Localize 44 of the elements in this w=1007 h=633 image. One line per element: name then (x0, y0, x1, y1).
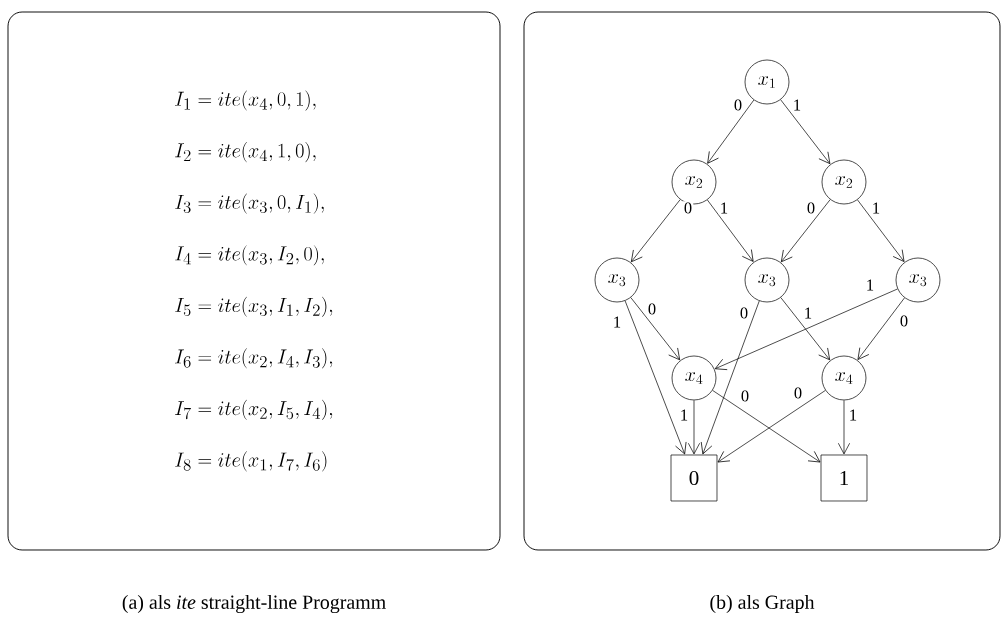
edge-label: 1 (847, 408, 859, 422)
arrow (630, 199, 681, 263)
arrow (700, 300, 760, 455)
arrow (688, 400, 700, 455)
edge-label: 1 (611, 315, 623, 329)
panel (7, 11, 501, 551)
panel (523, 11, 1001, 551)
edge-label: 0 (732, 98, 744, 112)
edge-label: 0 (738, 306, 750, 320)
terminal-box: 0 (670, 454, 718, 502)
equation: $I_5 = ite(x_3, I_1, I_2),$ (175, 296, 333, 317)
arrow (707, 99, 755, 164)
edge-label: 0 (739, 389, 751, 403)
arrow (780, 297, 831, 361)
edge-label: 0 (805, 201, 817, 215)
edge-label: 1 (864, 278, 876, 292)
arrow (857, 199, 905, 262)
arrow (838, 400, 850, 455)
edge-label: 0 (646, 302, 658, 316)
equation: $I_2 = ite(x_4, 1, 0),$ (175, 142, 316, 163)
equation: $I_3 = ite(x_3, 0, I_1),$ (175, 193, 324, 214)
edge-label: 1 (802, 306, 814, 320)
terminal-box: 1 (820, 454, 868, 502)
equation: $I_4 = ite(x_3, I_2, 0),$ (175, 245, 324, 266)
equation: $I_7 = ite(x_2, I_5, I_4),$ (175, 399, 333, 420)
edge-label: 0 (682, 201, 694, 215)
edge-label: 0 (792, 386, 804, 400)
arrow (857, 297, 905, 360)
edge-label: 1 (718, 201, 730, 215)
edge-label: 0 (898, 314, 910, 328)
arrow (780, 199, 831, 263)
edge-label: 1 (678, 408, 690, 422)
arrow (780, 99, 831, 165)
equation: $I_8 = ite(x_1, I_7, I_6)$ (175, 451, 327, 472)
arrow (630, 297, 681, 361)
arrow (624, 300, 687, 455)
arrow (714, 288, 898, 370)
edge-label: 1 (791, 98, 803, 112)
edge-label: 1 (870, 201, 882, 215)
equation: $I_6 = ite(x_2, I_4, I_3),$ (175, 348, 333, 369)
subfigure-label: (b) als Graph (710, 594, 815, 614)
subfigure-label: (a) als ite straight-line Programm (122, 594, 386, 614)
equation: $I_1 = ite(x_4, 0, 1),$ (175, 90, 316, 111)
arrow (707, 199, 754, 262)
